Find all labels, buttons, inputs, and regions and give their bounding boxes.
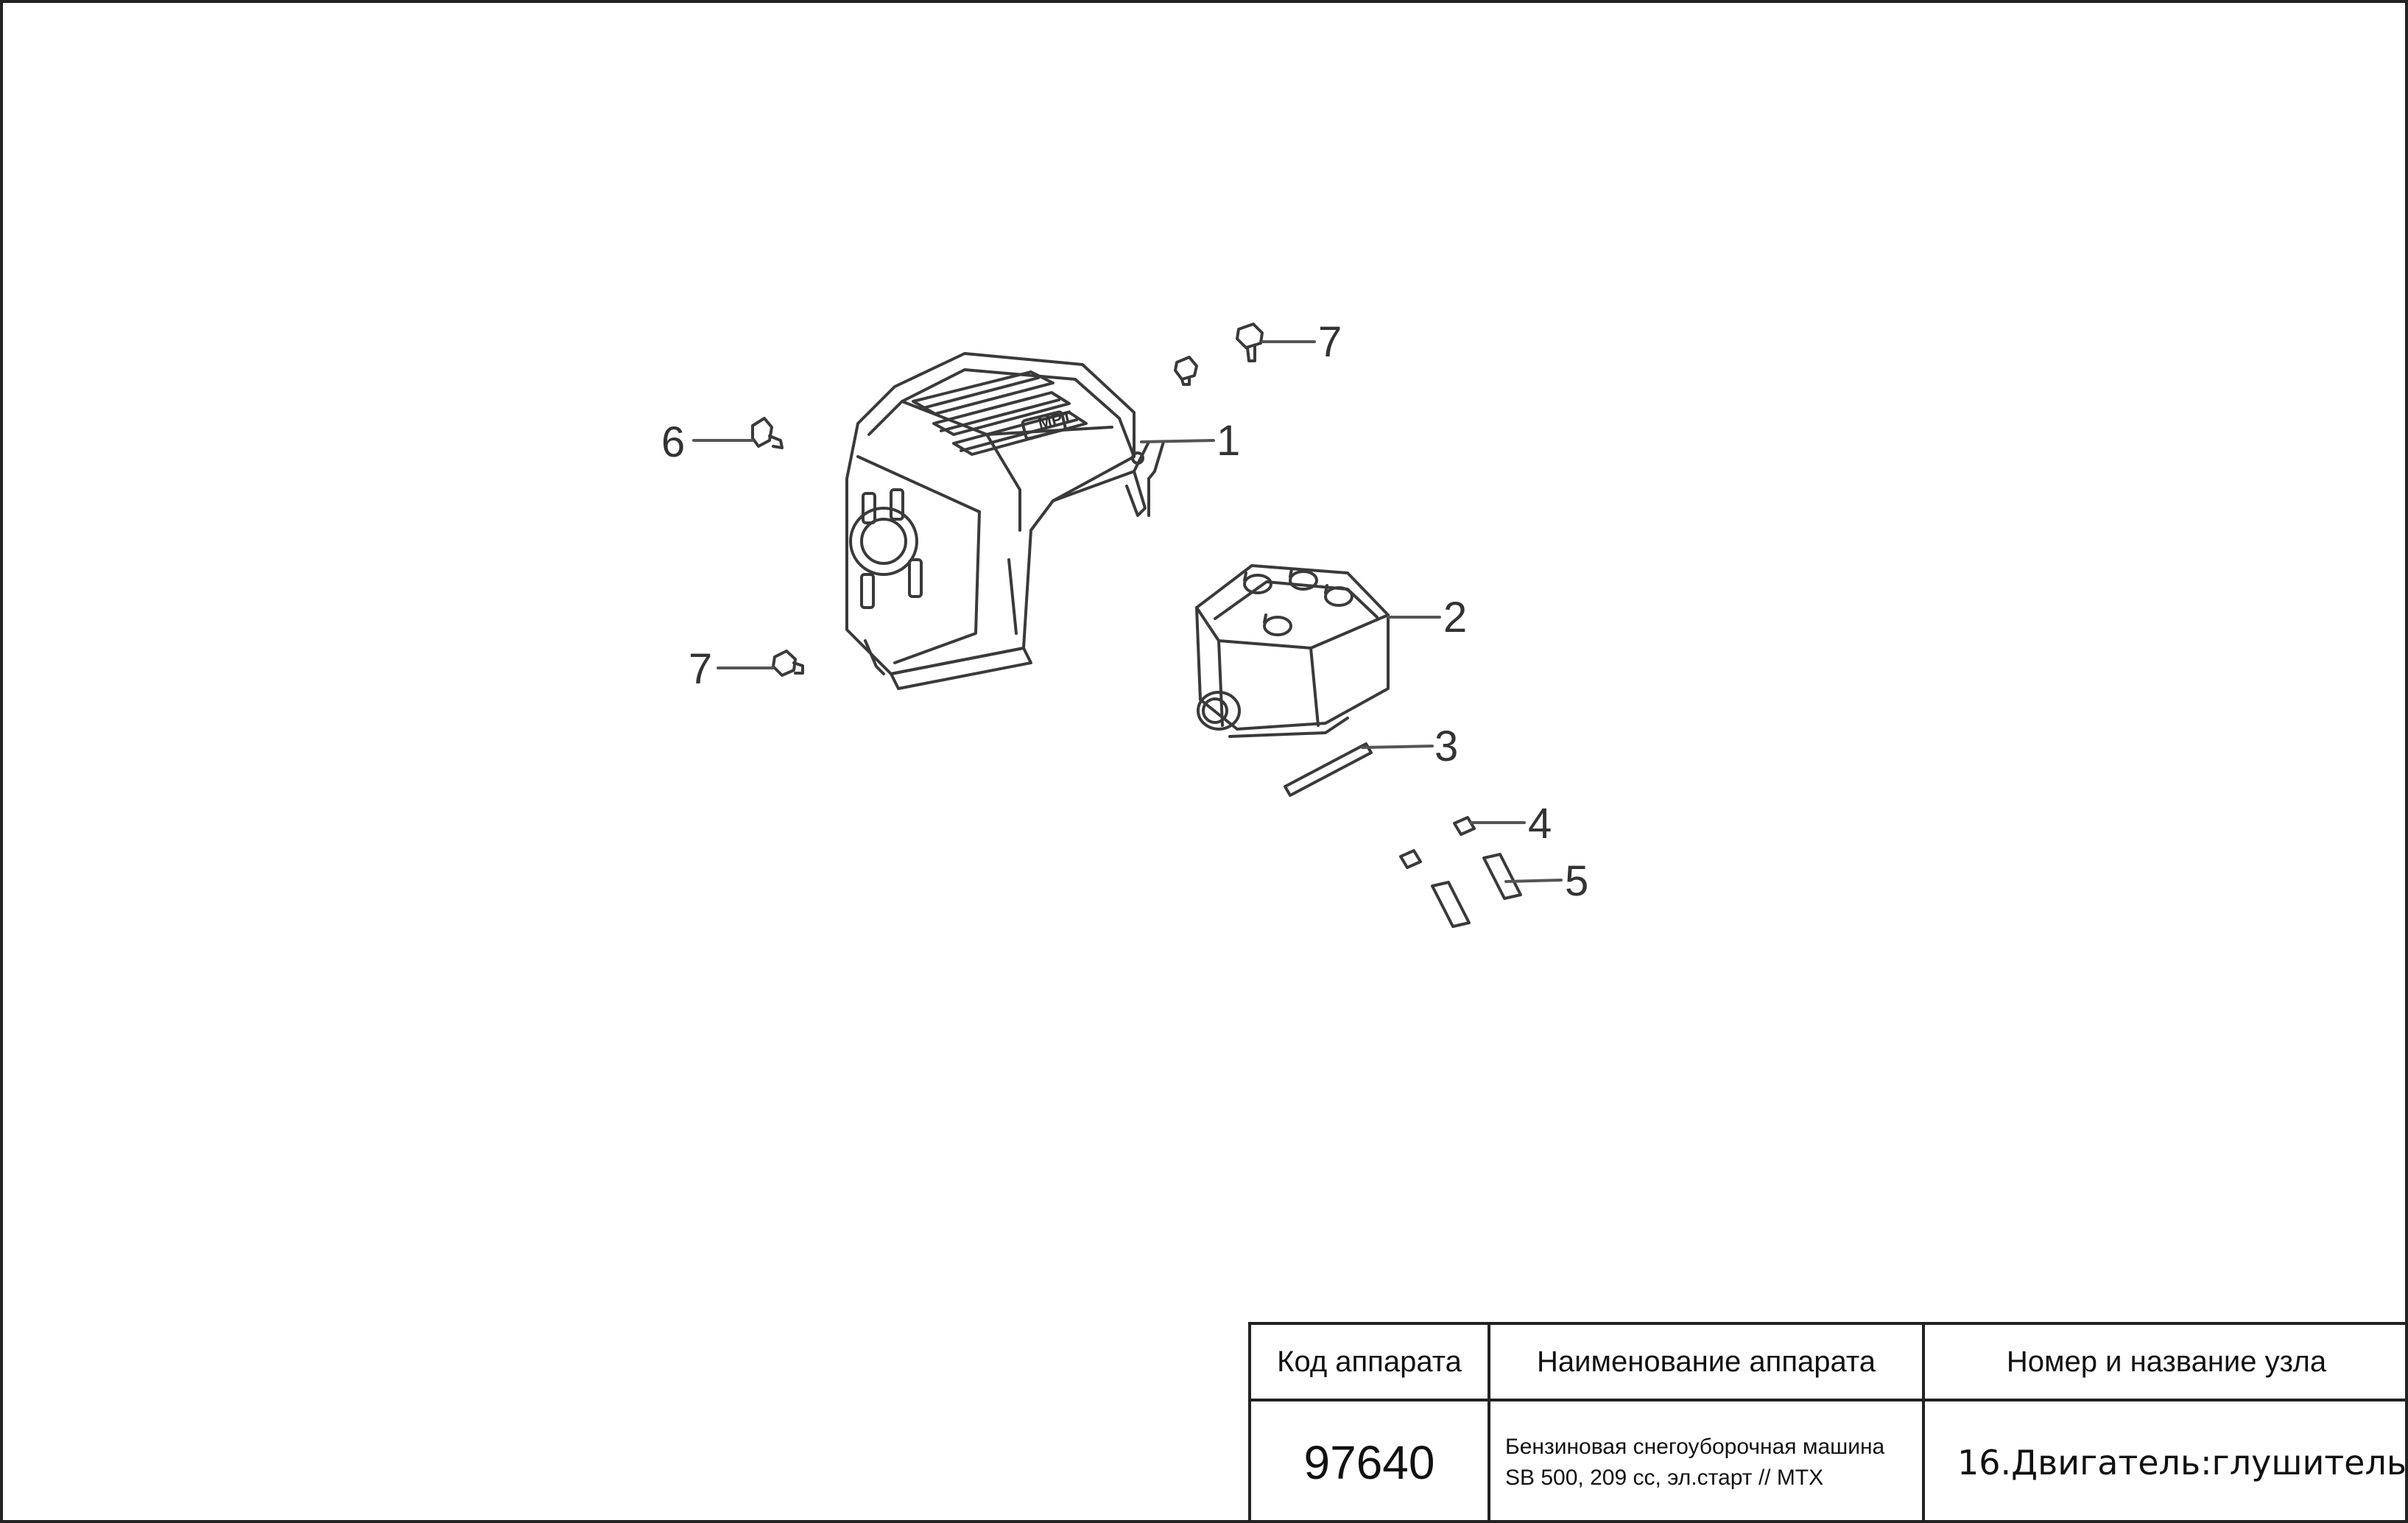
part-7-bolt-lower (772, 650, 804, 677)
callout-6: 6 (661, 418, 685, 466)
title-block: Код аппарата Наименование аппарата Номер… (1248, 1322, 2408, 1523)
part-3-gasket (1284, 742, 1373, 797)
device-code: 97640 (1251, 1401, 1490, 1523)
header-node: Номер и название узла (1925, 1325, 2408, 1401)
device-name-line-1: Бензиновая снегоуборочная машина (1505, 1434, 1885, 1459)
leader-lines (692, 340, 1563, 883)
callout-7-bottom: 7 (689, 645, 712, 693)
part-5-spacers (1431, 853, 1522, 928)
part-2-muffler (1195, 564, 1390, 738)
header-name: Наименование аппарата (1490, 1325, 1925, 1401)
part-7-bolt-top (1236, 323, 1264, 362)
part-4-clips (1399, 816, 1476, 869)
callout-4: 4 (1528, 800, 1552, 848)
header-code: Код аппарата (1251, 1325, 1490, 1401)
node-name: 16.Двигатель:глушитель (1957, 1442, 2407, 1482)
part-6-bolt (751, 417, 784, 449)
device-name: Бензиновая снегоуборочная машина SB 500,… (1490, 1401, 1925, 1523)
callout-1: 1 (1217, 417, 1240, 465)
callout-5: 5 (1565, 857, 1588, 905)
callout-2: 2 (1443, 594, 1467, 641)
device-name-line-2: SB 500, 209 cc, эл.старт // MTX (1505, 1465, 1824, 1490)
part-7-bolt-upper (1174, 356, 1198, 386)
callout-7-top: 7 (1318, 318, 1342, 366)
part-1-muffler-cover (845, 352, 1165, 690)
callout-3: 3 (1434, 722, 1458, 770)
